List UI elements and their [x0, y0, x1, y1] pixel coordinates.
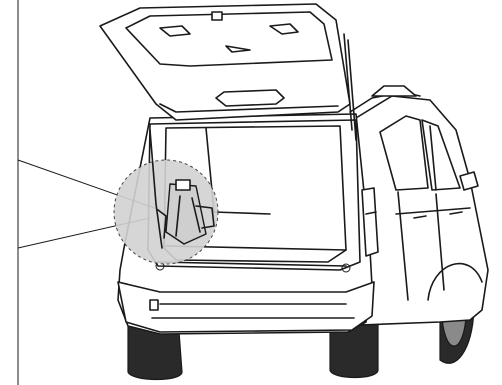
jack-icon [176, 180, 190, 190]
reflector-left [150, 300, 158, 310]
side-mirror [460, 172, 478, 190]
tailgate-lock [212, 12, 222, 20]
tailgate-handle [216, 90, 284, 106]
roof-rail-end [372, 86, 416, 96]
